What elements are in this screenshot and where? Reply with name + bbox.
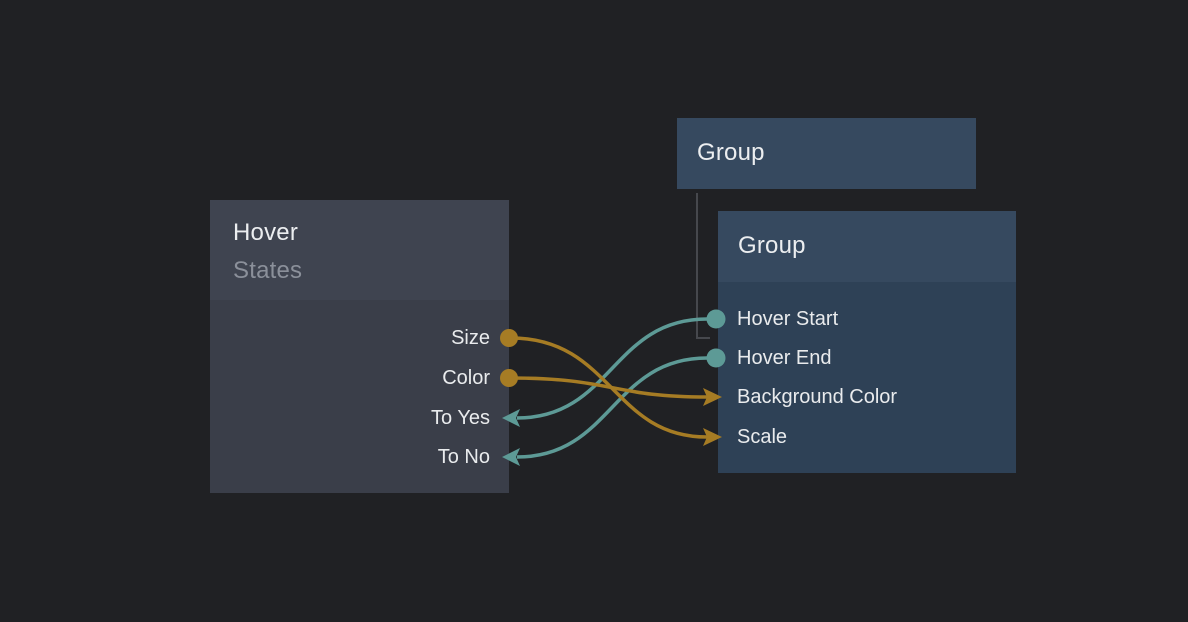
hover-node-subtitle: States (233, 257, 303, 284)
wire-color-to-background-color[interactable] (510, 376, 708, 399)
group-child-title: Group (738, 232, 806, 259)
group-child-node[interactable] (718, 211, 1016, 473)
port-arrow-scale[interactable] (703, 428, 722, 446)
port-label-size: Size (451, 327, 490, 349)
port-circle-size[interactable] (500, 329, 518, 347)
hover-node-title: Hover (233, 219, 299, 246)
port-arrow-to-no[interactable] (502, 448, 520, 466)
port-circle-hover-end[interactable] (706, 348, 726, 368)
port-label-to-no: To No (437, 446, 490, 468)
group-parent-node[interactable] (677, 118, 976, 189)
wire-hover-start-to-yes[interactable] (516, 317, 708, 420)
wire-hover-end-to-no[interactable] (516, 356, 708, 459)
port-label-to-yes: To Yes (431, 407, 490, 429)
hover-node-header[interactable] (210, 200, 509, 300)
group-parent-title: Group (697, 139, 765, 166)
port-label-hover-start: Hover Start (737, 308, 839, 330)
hover-node[interactable] (210, 200, 509, 493)
port-circle-hover-start[interactable] (706, 309, 726, 329)
port-arrow-to-yes[interactable] (502, 409, 520, 427)
port-label-scale: Scale (737, 426, 788, 448)
port-circle-color[interactable] (500, 369, 518, 387)
port-label-background-color: Background Color (737, 386, 898, 408)
hierarchy-connector-line (696, 193, 710, 339)
port-arrow-background-color[interactable] (703, 388, 722, 406)
port-label-hover-end: Hover End (737, 347, 832, 369)
group-child-node-header[interactable] (718, 211, 1016, 282)
port-label-color: Color (442, 367, 490, 389)
